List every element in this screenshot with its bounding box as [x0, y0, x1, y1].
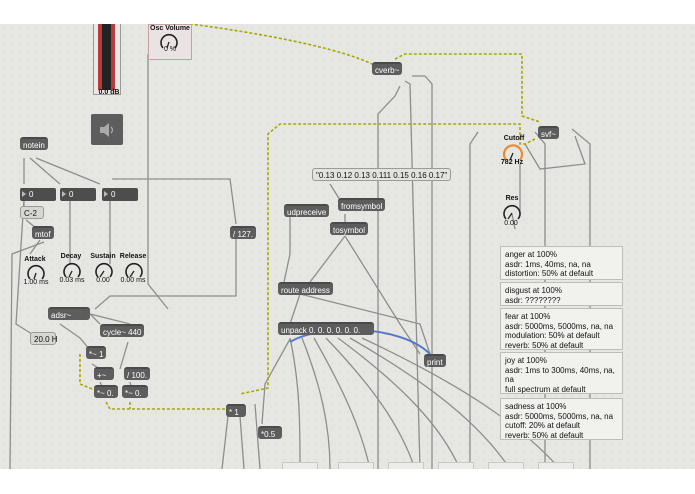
offscreen-object-4[interactable] — [438, 462, 474, 469]
fromsymbol-object[interactable]: fromsymbol — [338, 198, 386, 211]
comment-joy-line-2: asdr: 1ms to 300ms, 40ms, na, — [505, 365, 615, 375]
offscreen-object-6[interactable] — [538, 462, 574, 469]
cutoff-value: 782 Hz — [500, 159, 524, 166]
release-label: Release — [119, 253, 147, 260]
cutoff-dial[interactable] — [502, 143, 524, 163]
decay-label: Decay — [60, 253, 82, 260]
sustain-dial[interactable] — [94, 262, 114, 280]
offscreen-object-5[interactable] — [488, 462, 524, 469]
speaker-icon — [99, 123, 115, 142]
res-value: 0.00 — [504, 220, 518, 227]
comment-joy: joy at 100% asdr: 1ms to 300ms, 40ms, na… — [500, 352, 623, 394]
comment-disgust-line-1: disgust at 100% — [505, 286, 562, 295]
osc-volume-panel — [148, 24, 192, 60]
offscreen-object-1[interactable] — [282, 462, 318, 469]
star-1-object[interactable]: * 1 — [226, 404, 246, 417]
score-message[interactable]: "0.13 0.12 0.13 0.111 0.15 0.16 0.17" — [312, 168, 452, 181]
comment-anger-line-1: anger at 100% — [505, 250, 558, 259]
unpack-object[interactable]: unpack 0. 0. 0. 0. 0. 0. — [278, 322, 374, 335]
sustain-value: 0.00 — [96, 277, 110, 284]
osc-volume-label: Osc Volume — [150, 25, 190, 32]
times-0-object-b[interactable]: *~ 0. — [122, 385, 148, 398]
comment-fear-line-1: fear at 100% — [505, 312, 551, 321]
comment-disgust: disgust at 100% asdr: ???????? — [500, 282, 623, 306]
cycle-object[interactable]: cycle~ 440 — [100, 324, 145, 337]
mtof-object[interactable]: mtof — [32, 226, 54, 239]
udpreceive-object[interactable]: udpreceive — [284, 204, 330, 217]
gain-slider[interactable] — [93, 24, 121, 95]
hz-number-box[interactable]: 20.0 H — [30, 332, 58, 345]
comment-fear-line-4: reverb: 50% at default — [505, 340, 584, 350]
release-value: 0.00 ms — [120, 277, 146, 284]
comment-fear-line-3: modulation: 50% at default — [505, 331, 600, 340]
cverb-object[interactable]: cverb~ — [372, 62, 403, 75]
offscreen-object-3[interactable] — [388, 462, 424, 469]
attack-value: 1.00 ms — [23, 279, 49, 286]
note-name-box[interactable]: C-2 — [20, 206, 44, 219]
div100-object[interactable]: / 100. — [124, 367, 151, 380]
cutoff-label: Cutoff — [503, 135, 525, 142]
attack-dial[interactable] — [26, 264, 46, 282]
plus-signal-object[interactable]: +~ — [94, 367, 114, 380]
notein-object[interactable]: notein — [20, 137, 48, 150]
comment-sadness-line-4: reverb: 50% at default — [505, 430, 584, 440]
comment-joy-line-4: full spectrum at default — [505, 384, 586, 394]
comment-joy-line-1: joy at 100% — [505, 356, 547, 365]
tosymbol-object[interactable]: tosymbol — [330, 222, 369, 235]
comment-disgust-line-2: asdr: ???????? — [505, 295, 561, 305]
comment-fear: fear at 100% asdr: 5000ms, 5000ms, na, n… — [500, 308, 623, 350]
gain-slider-track-left — [98, 24, 103, 90]
sustain-label: Sustain — [90, 253, 116, 260]
attack-label: Attack — [24, 256, 46, 263]
route-address-object[interactable]: route address — [278, 282, 333, 295]
times-0-object-a[interactable]: *~ 0. — [94, 385, 118, 398]
number-box-3[interactable]: 0 — [102, 188, 138, 201]
comment-fear-line-2: asdr: 5000ms, 5000ms, na, na — [505, 321, 614, 331]
number-box-2[interactable]: 0 — [60, 188, 96, 201]
number-box-1[interactable]: 0 — [20, 188, 56, 201]
print-object[interactable]: print — [424, 354, 446, 367]
res-dial[interactable] — [502, 204, 522, 222]
comment-anger-line-3: distortion: 50% at default — [505, 269, 594, 278]
comment-sadness: sadness at 100% asdr: 5000ms, 5000ms, na… — [500, 398, 623, 440]
gain-slider-fill — [102, 24, 111, 90]
comment-sadness-line-3: cutoff: 20% at default — [505, 421, 581, 430]
decay-value: 0.03 ms — [59, 277, 85, 284]
times-1-object[interactable]: *~ 1 — [86, 346, 106, 359]
comment-sadness-line-1: sadness at 100% — [505, 402, 567, 411]
patcher-canvas[interactable]: 0.0 dB Osc Volume 0 % cverb~ svf~ notein… — [0, 24, 695, 469]
decay-dial[interactable] — [62, 262, 82, 280]
comment-anger-line-2: asdr: 1ms, 40ms, na, na — [505, 259, 591, 269]
times-05-object[interactable]: *0.5 — [258, 426, 282, 439]
offscreen-object-2[interactable] — [338, 462, 374, 469]
svf-object[interactable]: svf~ — [538, 126, 559, 139]
div127-object[interactable]: / 127. — [230, 226, 257, 239]
gain-value: 0.0 dB — [98, 89, 120, 96]
comment-sadness-line-2: asdr: 5000ms, 5000ms, na, na — [505, 411, 614, 421]
comment-joy-line-3: na — [505, 375, 514, 384]
comment-anger: anger at 100% asdr: 1ms, 40ms, na, na di… — [500, 246, 623, 280]
osc-volume-value: 0 % — [163, 46, 177, 53]
osc-volume-dial[interactable] — [159, 33, 179, 51]
release-dial[interactable] — [124, 262, 144, 280]
adsr-object[interactable]: adsr~ — [48, 307, 90, 320]
res-label: Res — [505, 195, 519, 202]
dac-toggle[interactable] — [91, 114, 123, 145]
gain-slider-track-right — [110, 24, 115, 90]
